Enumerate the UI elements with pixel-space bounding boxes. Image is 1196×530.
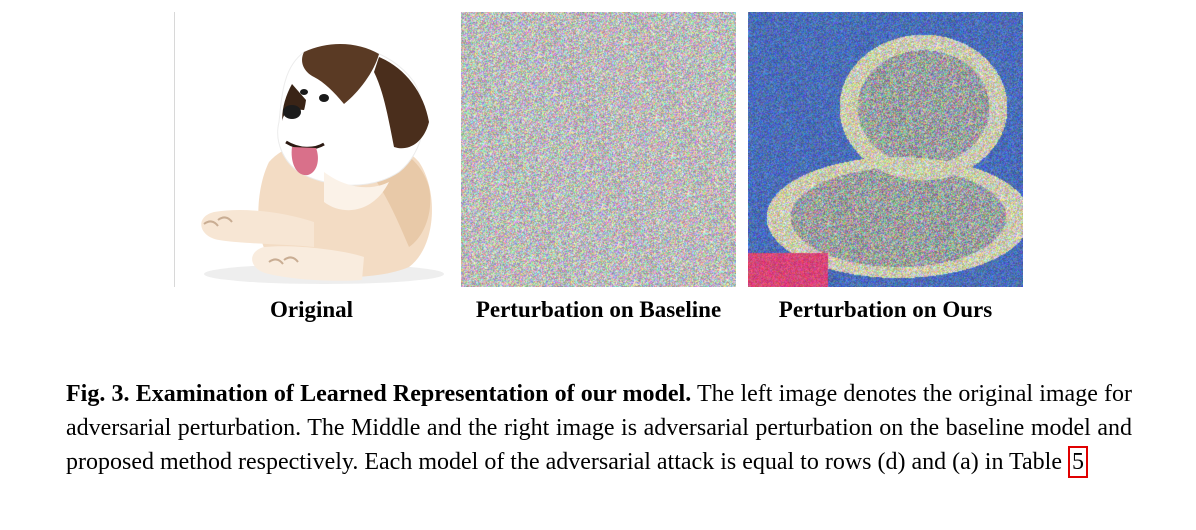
dog-illustration [174, 12, 449, 287]
caption-body: The left image denotes the original imag… [66, 381, 1133, 475]
label-baseline: Perturbation on Baseline [475, 297, 722, 322]
figure-caption: Fig. 3. Examination of Learned Represent… [66, 377, 1132, 479]
caption-title: Examination of Learned Representation of… [135, 381, 692, 407]
label-ours: Perturbation on Ours [778, 297, 993, 322]
figure-images [0, 12, 1196, 288]
baseline-perturbation-image [461, 12, 736, 287]
label-original: Original [269, 297, 354, 322]
ours-noise-canvas [748, 12, 1023, 287]
original-dog-image [174, 12, 449, 287]
ours-perturbation-image [748, 12, 1023, 287]
baseline-noise-canvas [461, 12, 736, 287]
table-reference-link[interactable]: 5 [1067, 446, 1088, 478]
caption-fig-label: Fig. 3. [66, 381, 130, 407]
